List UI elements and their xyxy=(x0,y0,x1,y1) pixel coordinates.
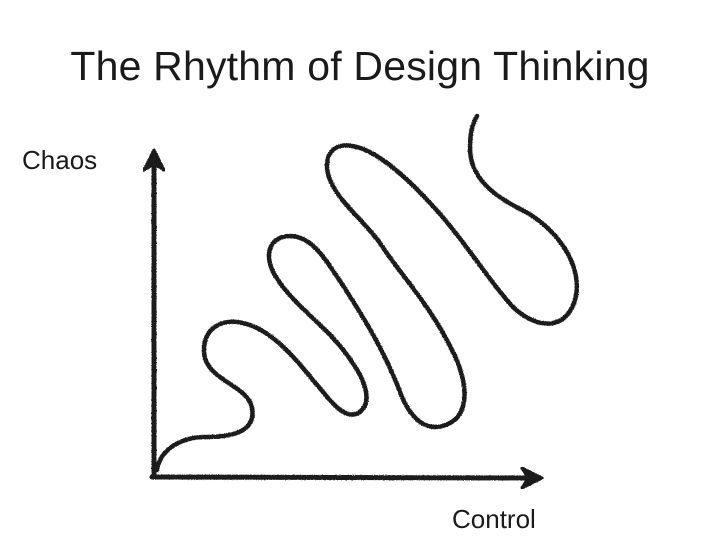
rhythm-squiggle xyxy=(154,113,580,473)
x-axis-arrowhead xyxy=(520,466,544,490)
y-axis-arrowhead xyxy=(142,148,166,172)
y-axis xyxy=(142,148,166,479)
slide-title: The Rhythm of Design Thinking xyxy=(70,43,650,89)
x-axis xyxy=(149,466,544,490)
y-axis-label: Chaos xyxy=(22,145,98,175)
x-axis-label: Control xyxy=(452,504,536,534)
